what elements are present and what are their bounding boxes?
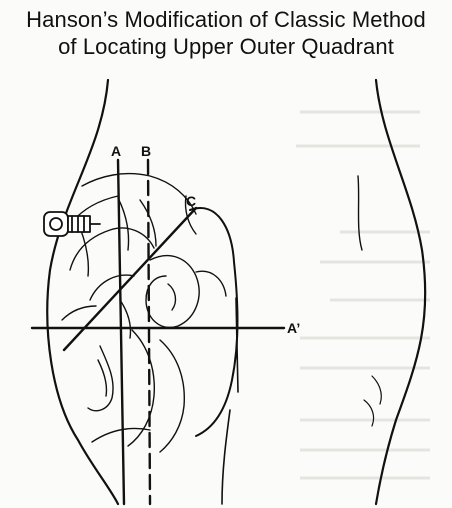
label-b: B: [141, 143, 151, 159]
label-a: A: [111, 143, 121, 159]
label-c: C: [186, 193, 196, 209]
gluteal-outline: [190, 208, 238, 436]
left-hip-outline: [47, 80, 118, 504]
background-bleed-lines: [296, 112, 430, 478]
label-a-prime: A’: [287, 320, 300, 336]
syringe-icon: [44, 212, 100, 236]
line-b: [148, 160, 150, 504]
inner-hip-line: [358, 176, 362, 250]
right-hip-outline: [376, 80, 425, 504]
lower-buttock-curve: [222, 410, 230, 504]
